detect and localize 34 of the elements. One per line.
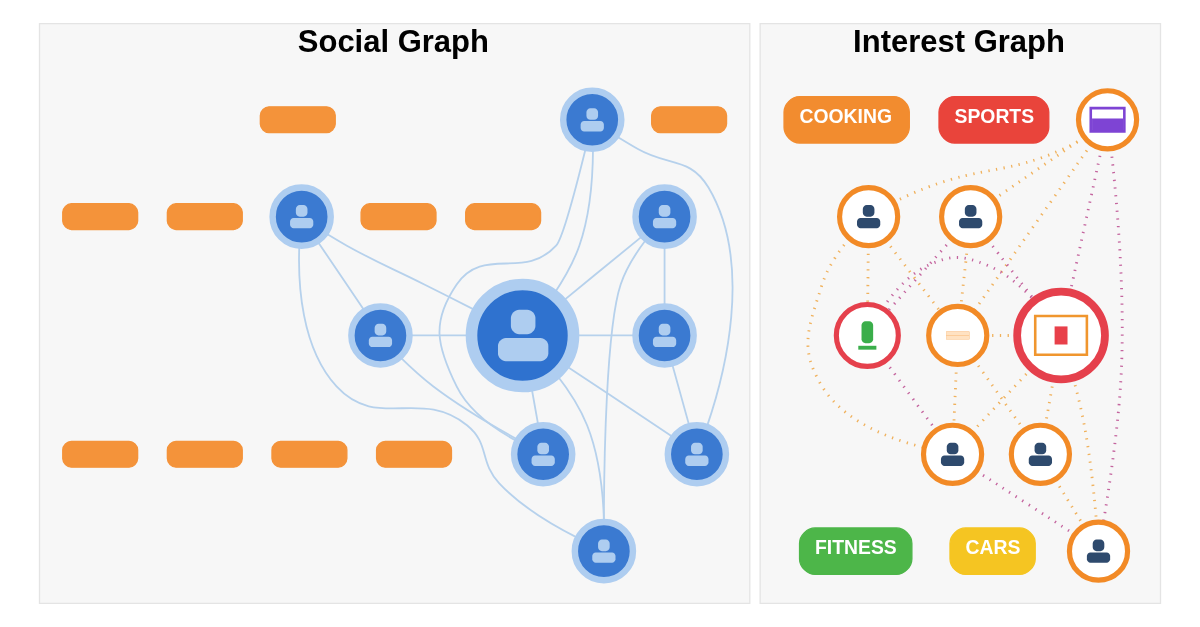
- node-bubble: [166, 440, 243, 468]
- node-person: [465, 278, 580, 393]
- node-person: [348, 303, 413, 368]
- node-person: [1066, 519, 1131, 583]
- node-bubble: [465, 203, 542, 231]
- node-bubble: [259, 106, 336, 134]
- node-person: [632, 303, 697, 368]
- node-box: CARS: [949, 527, 1036, 576]
- node-bubble: [166, 203, 243, 231]
- node-bubble: [651, 106, 728, 134]
- node-bubble: [62, 203, 139, 231]
- node-bubble: [271, 440, 348, 468]
- node-person: [632, 184, 697, 249]
- node-person: [269, 184, 334, 249]
- cluster: Social Graph: [38, 22, 751, 605]
- node-person: [1008, 422, 1073, 486]
- node-person: [837, 185, 901, 249]
- node-person: [920, 422, 985, 486]
- node-box: FITNESS: [798, 527, 913, 576]
- node-bubble: [375, 440, 453, 468]
- node-person: [559, 87, 625, 153]
- connector: [399, 356, 519, 441]
- node-picture: [833, 301, 901, 370]
- node-box: COOKING: [783, 95, 910, 144]
- node-picture: [1075, 88, 1140, 152]
- node-person: [510, 421, 576, 487]
- node-person: [571, 518, 637, 584]
- node-person: [939, 185, 1003, 249]
- node-bubble: [62, 440, 139, 468]
- node-box: SPORTS: [938, 95, 1050, 144]
- node-person: [664, 421, 730, 487]
- node-bubble: [360, 203, 437, 231]
- node-picture: [1013, 287, 1109, 384]
- node-picture: [926, 303, 990, 368]
